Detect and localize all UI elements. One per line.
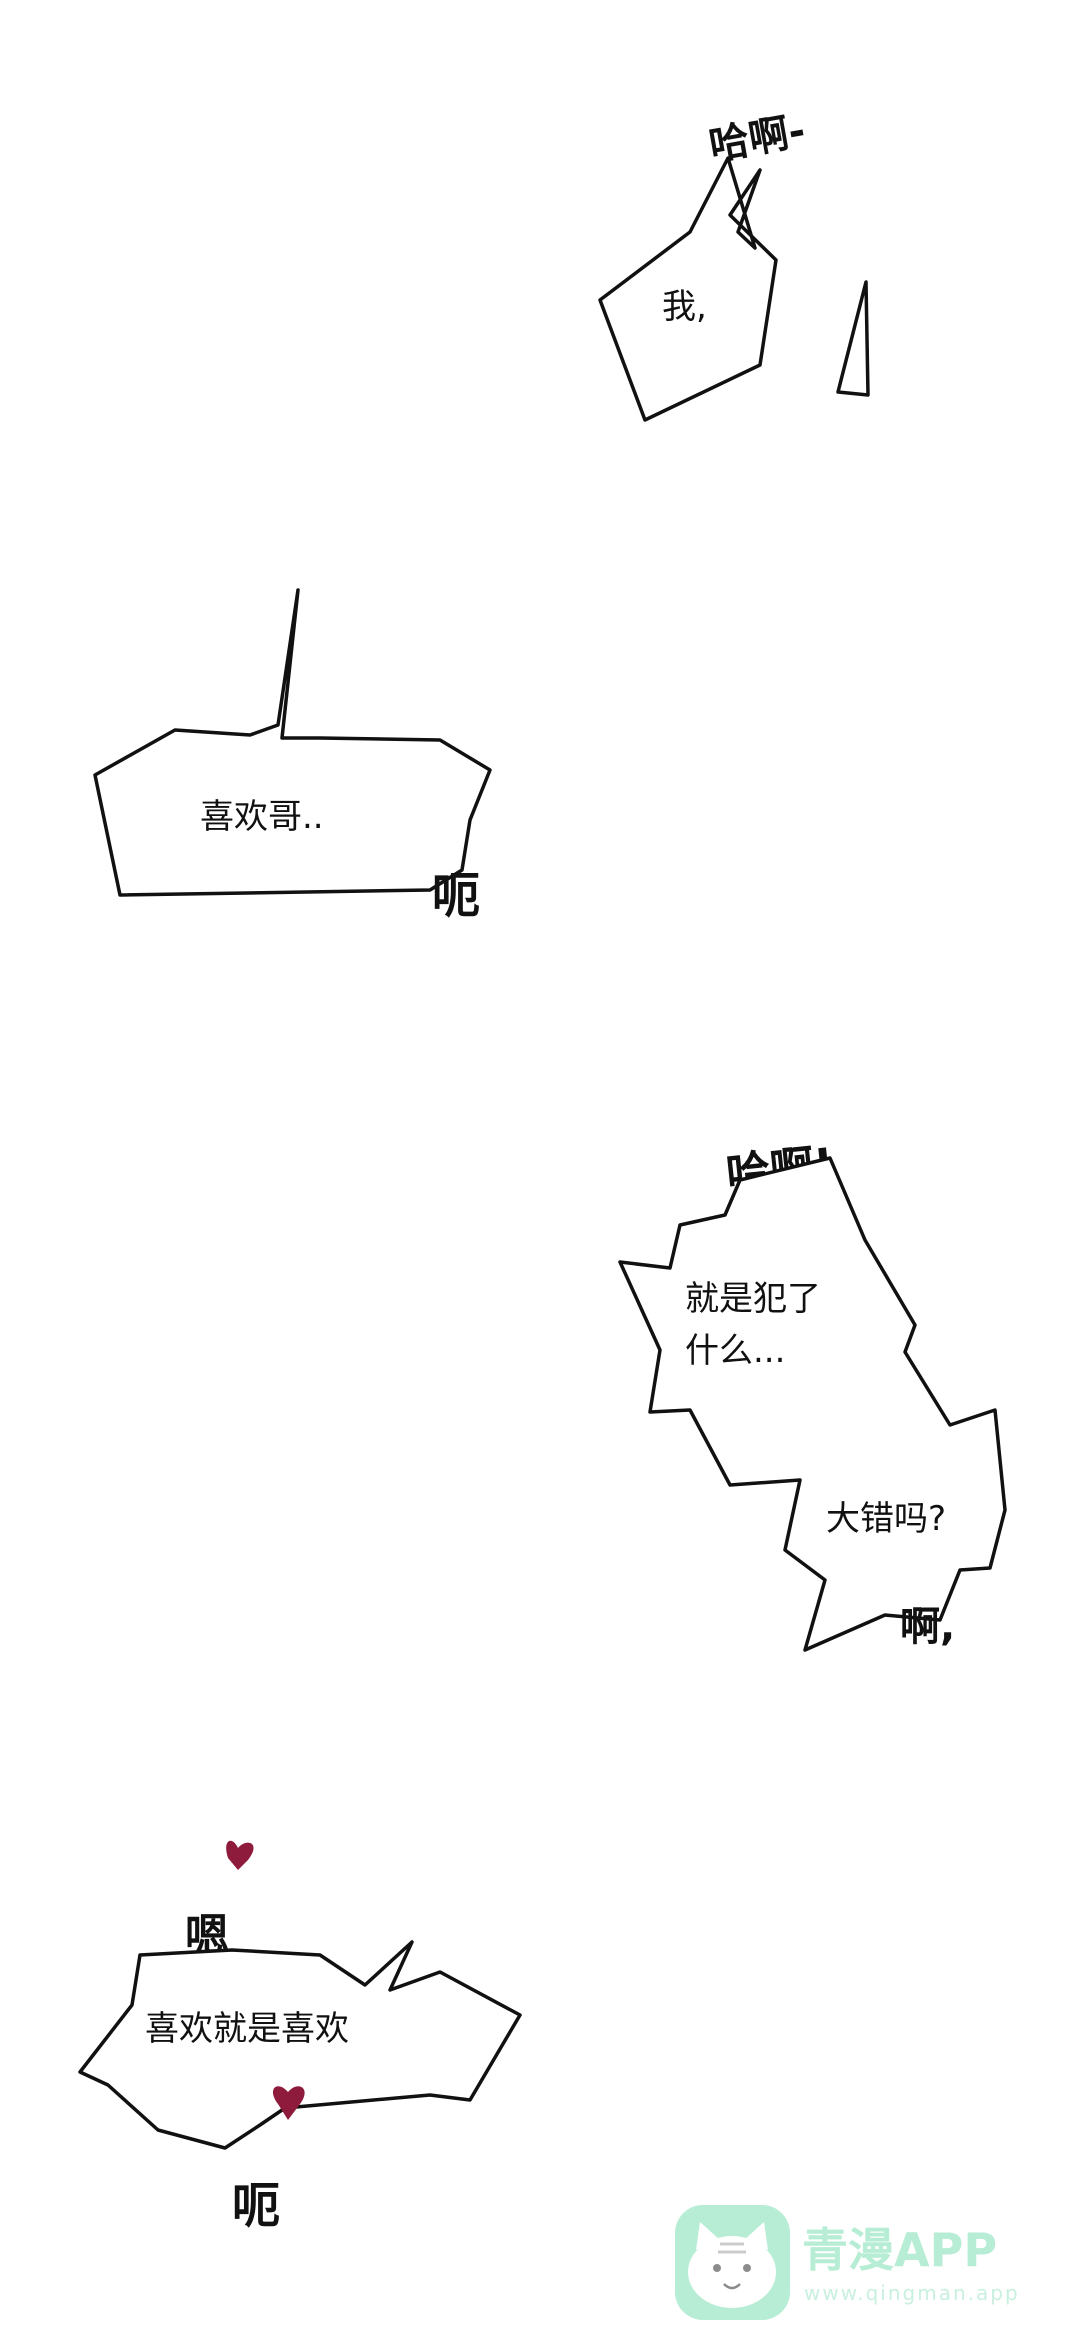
cat-icon: [675, 2205, 790, 2320]
panel-4: 嗯 喜欢就是喜欢 呃: [78, 1840, 522, 2234]
watermark-name: 青漫APP: [802, 2223, 997, 2277]
sfx-a: 啊,: [900, 1604, 955, 1650]
bubble-3-text-line1: 就是犯了: [685, 1279, 821, 1319]
bubble-3-text-line2: 什么...: [685, 1331, 785, 1371]
watermark-url: www.qingman.app: [804, 2281, 1020, 2305]
sfx-e-2: 呃: [232, 2178, 280, 2234]
panel-1: 哈啊- 我,: [598, 108, 870, 422]
speech-bubble-3: [618, 1156, 1007, 1652]
bubble-2-text: 喜欢哥..: [200, 797, 324, 837]
speed-line: [836, 280, 870, 397]
speech-bubble-1: [598, 156, 778, 422]
bubble-3-text-line3: 大错吗?: [826, 1499, 946, 1539]
bubble-1-text: 我,: [662, 287, 707, 327]
speech-bubble-2: [93, 588, 492, 897]
panel-2: 喜欢哥.. 呃: [93, 588, 492, 924]
watermark: 青漫APP www.qingman.app: [675, 2205, 1020, 2320]
sfx-e-1: 呃: [432, 868, 480, 924]
speech-bubble-4: [78, 1940, 522, 2150]
heart-icon: [226, 1840, 254, 1870]
panel-3: 哈啊! 就是犯了 什么... 大错吗? 啊,: [618, 1139, 1007, 1652]
heart-icon: [272, 2086, 305, 2120]
sfx-haa-1: 哈啊-: [706, 108, 809, 170]
bubble-4-text: 喜欢就是喜欢: [145, 2009, 349, 2049]
